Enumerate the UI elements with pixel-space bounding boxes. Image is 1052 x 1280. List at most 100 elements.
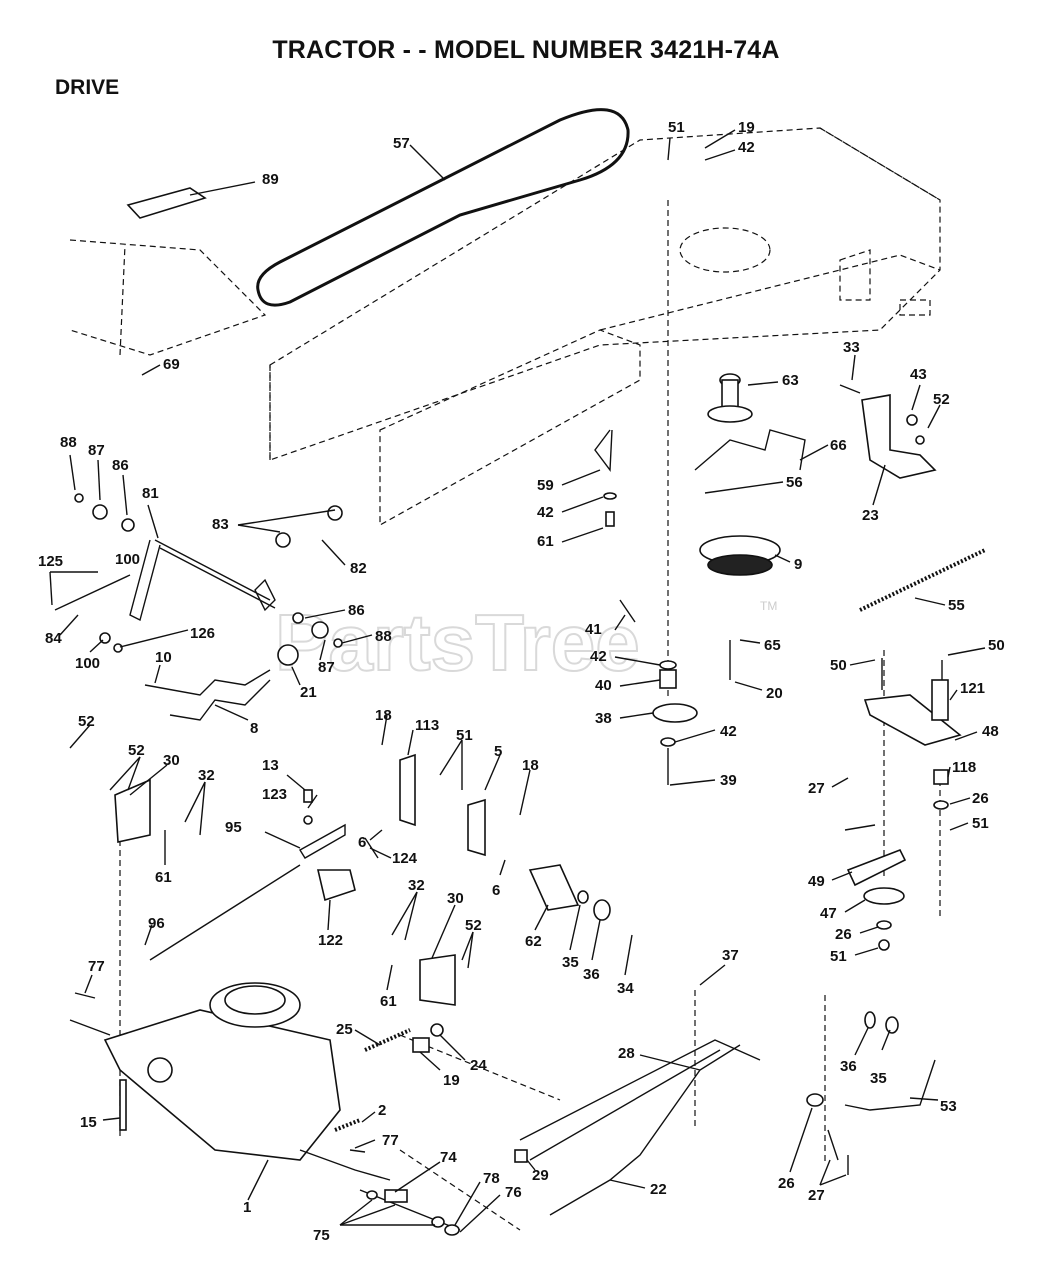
label-34: 34 <box>617 980 634 997</box>
label-35b: 35 <box>870 1070 887 1087</box>
watermark-tm: TM <box>760 599 777 613</box>
label-37: 37 <box>722 947 739 964</box>
label-100: 100 <box>115 551 140 568</box>
label-125: 125 <box>38 553 63 570</box>
label-35: 35 <box>562 954 579 971</box>
label-18b: 18 <box>522 757 539 774</box>
label-78: 78 <box>483 1170 500 1187</box>
label-88: 88 <box>60 434 77 451</box>
label-76: 76 <box>505 1184 522 1201</box>
label-18: 18 <box>375 707 392 724</box>
label-87b: 87 <box>318 659 335 676</box>
label-86: 86 <box>112 457 129 474</box>
label-28: 28 <box>618 1045 635 1062</box>
label-86b: 86 <box>348 602 365 619</box>
label-42: 42 <box>738 139 755 156</box>
label-33: 33 <box>843 339 860 356</box>
label-121: 121 <box>960 680 985 697</box>
label-52c: 52 <box>128 742 145 759</box>
label-61b: 61 <box>155 869 172 886</box>
label-50a: 50 <box>830 657 847 674</box>
label-48: 48 <box>982 723 999 740</box>
right-bracket-assembly <box>839 384 986 951</box>
label-41: 41 <box>585 621 602 638</box>
label-57: 57 <box>393 135 410 152</box>
label-8: 8 <box>250 720 258 737</box>
label-63: 63 <box>782 372 799 389</box>
label-51c: 51 <box>830 948 847 965</box>
leader-lines <box>49 129 986 1233</box>
label-74: 74 <box>440 1149 457 1166</box>
label-69: 69 <box>163 356 180 373</box>
section-title: DRIVE <box>55 76 120 99</box>
label-47: 47 <box>820 905 837 922</box>
page-title: TRACTOR - - MODEL NUMBER 3421H-74A <box>272 36 780 64</box>
label-52d: 52 <box>465 917 482 934</box>
label-66: 66 <box>830 437 847 454</box>
label-100b: 100 <box>75 655 100 672</box>
label-61: 61 <box>537 533 554 550</box>
label-32: 32 <box>198 767 215 784</box>
label-56: 56 <box>786 474 803 491</box>
label-113: 113 <box>415 717 439 734</box>
label-36b: 36 <box>840 1058 857 1075</box>
transaxle <box>69 982 391 1181</box>
part-labels: 57 51 19 42 8 9 69 63 33 43 52 66 56 23 5… <box>38 119 1005 1244</box>
label-52b: 52 <box>78 713 95 730</box>
label-49: 49 <box>808 873 825 890</box>
label-52: 52 <box>933 391 950 408</box>
label-23: 23 <box>862 507 879 524</box>
label-75: 75 <box>313 1227 330 1244</box>
label-26b: 26 <box>835 926 852 943</box>
label-53: 53 <box>940 1098 957 1115</box>
label-59: 59 <box>537 477 554 494</box>
label-122: 122 <box>318 932 343 949</box>
label-65: 65 <box>764 637 781 654</box>
label-51b: 51 <box>972 815 989 832</box>
label-61c: 61 <box>380 993 397 1010</box>
label-42c: 42 <box>590 648 607 665</box>
label-19: 19 <box>738 119 755 136</box>
frame-outline <box>69 127 941 527</box>
label-6b: 6 <box>492 882 500 899</box>
label-26: 26 <box>972 790 989 807</box>
label-77b: 77 <box>382 1132 399 1149</box>
label-87: 87 <box>88 442 105 459</box>
lever-assembly <box>54 493 343 721</box>
label-118: 118 <box>952 759 976 776</box>
label-77: 77 <box>88 958 105 975</box>
label-2: 2 <box>378 1102 386 1119</box>
drive-belt <box>256 108 630 307</box>
label-126: 126 <box>190 625 215 642</box>
label-29: 29 <box>532 1167 549 1184</box>
label-83: 83 <box>212 516 229 533</box>
label-27: 27 <box>808 780 825 797</box>
label-84: 84 <box>45 630 62 647</box>
label-10: 10 <box>155 649 172 666</box>
lower-rods <box>74 992 936 1236</box>
label-25: 25 <box>336 1021 353 1038</box>
label-27b: 27 <box>808 1187 825 1204</box>
label-20: 20 <box>766 685 783 702</box>
label-43: 43 <box>910 366 927 383</box>
label-96: 96 <box>148 915 165 932</box>
label-9: 9 <box>794 556 802 573</box>
label-62: 62 <box>525 933 542 950</box>
label-1: 1 <box>243 1199 251 1216</box>
label-82: 82 <box>350 560 367 577</box>
label-38: 38 <box>595 710 612 727</box>
label-88b: 88 <box>375 628 392 645</box>
label-124: 124 <box>392 850 418 867</box>
label-39: 39 <box>720 772 737 789</box>
label-50b: 50 <box>988 637 1005 654</box>
fender-plate <box>126 187 207 219</box>
label-22: 22 <box>650 1181 667 1198</box>
label-51: 51 <box>668 119 685 136</box>
label-30: 30 <box>163 752 180 769</box>
label-32b: 32 <box>408 877 425 894</box>
label-55: 55 <box>948 597 965 614</box>
label-13: 13 <box>262 757 279 774</box>
label-36: 36 <box>583 966 600 983</box>
label-123: 123 <box>262 786 287 803</box>
